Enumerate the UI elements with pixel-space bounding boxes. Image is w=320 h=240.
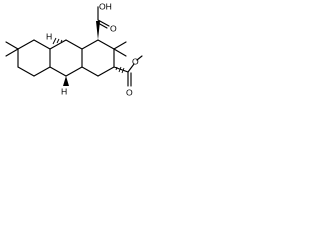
atom-label-h-top: H (46, 31, 52, 41)
bond-c10-c1 (97, 39, 115, 50)
stereo-bonds (52, 21, 125, 86)
atom-labels: OH O O O H H (46, 1, 139, 97)
atom-label-acid-o: O (110, 23, 117, 33)
hash-bond-top-h (52, 37, 63, 45)
bond-ester-methyl (136, 55, 143, 61)
atom-label-ester-o: O (132, 56, 139, 66)
bond-l2 (17, 39, 35, 50)
wedge-bond-acid (96, 21, 100, 40)
bond-ester-o (127, 63, 135, 73)
bond-l4 (17, 66, 35, 77)
atom-label-oh: OH (99, 1, 112, 11)
atom-label-h-bottom: H (61, 86, 67, 96)
bond-c1-me-a (113, 41, 127, 50)
bond-left-me-b (5, 48, 19, 57)
bond-c2-c3 (97, 66, 115, 77)
bond-l1 (33, 39, 51, 50)
bond-c6-c5 (49, 66, 67, 77)
bond-c9-c8 (65, 39, 83, 50)
wedge-bond-c3-h (63, 76, 69, 86)
bond-c3-c4 (81, 66, 99, 77)
atom-label-ester-carbonyl-o: O (126, 87, 133, 97)
bond-c5-c4 (65, 66, 83, 77)
chemical-structure-diagram: OH O O O H H (5, 1, 143, 97)
hash-bond-ester (115, 66, 125, 74)
bond-left-me-a (5, 41, 19, 50)
bond-c10-c9 (81, 39, 99, 50)
bond-l5 (33, 66, 51, 77)
bond-c8-c7 (49, 39, 67, 50)
bond-c1-me-b (113, 48, 127, 57)
bond-lines (5, 6, 143, 87)
